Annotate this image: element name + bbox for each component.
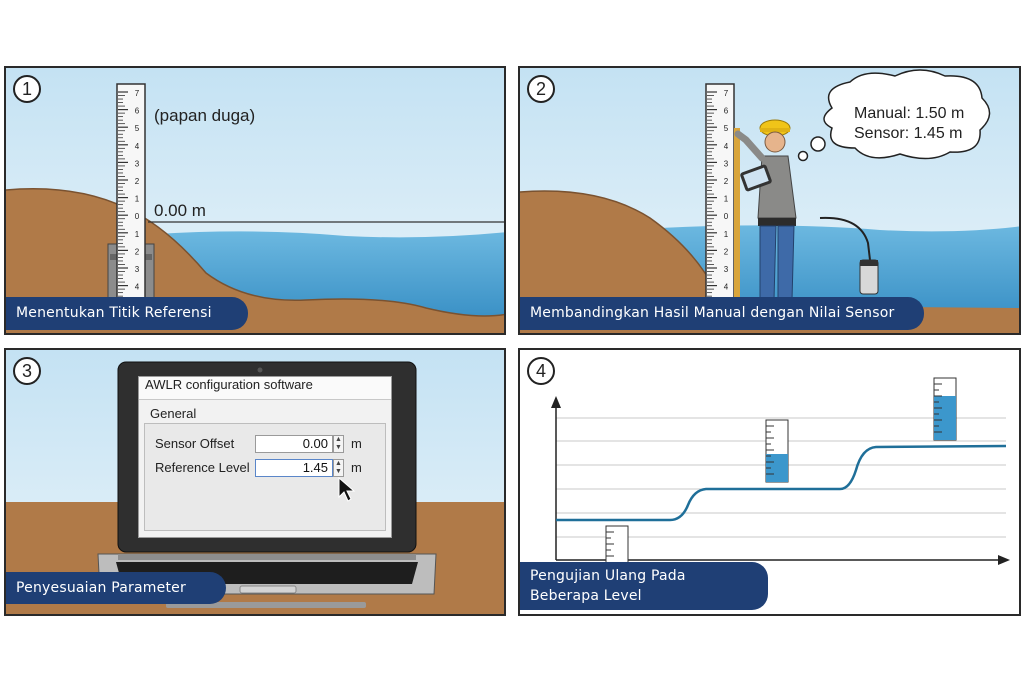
- sensor-offset-unit: m: [351, 436, 362, 451]
- gauge-tick-label: 2: [724, 247, 729, 256]
- thought-manual-value: Manual: 1.50 m: [854, 105, 965, 122]
- panel-number: 3: [13, 357, 41, 385]
- thought-bubble: [797, 69, 991, 162]
- gauge-tick-label: 3: [135, 265, 140, 274]
- gauge-tick-label: 0: [724, 212, 729, 221]
- worker-figure: [734, 119, 797, 301]
- zero-label: 0.00 m: [154, 201, 206, 220]
- sensor-cable: [819, 216, 871, 261]
- gauge-tick-label: 7: [135, 89, 140, 98]
- gauge-tick-label: 2: [724, 177, 729, 186]
- panel-1-illustration: 7654321012345: [6, 68, 504, 333]
- water-level-line: [556, 444, 1007, 522]
- gauge-tick-label: 4: [724, 283, 729, 292]
- gauge-tick-label: 3: [724, 265, 729, 274]
- gauge-tick-label: 3: [135, 159, 140, 168]
- panel-4: 4 Pengujian Ulang Pada Beberapa Level: [518, 348, 1021, 616]
- sensor-offset-label: Sensor Offset: [155, 436, 235, 451]
- gauge-tick-label: 3: [724, 159, 729, 168]
- thought-sensor-value: Sensor: 1.45 m: [854, 125, 963, 142]
- tab-general[interactable]: General: [150, 406, 197, 421]
- panel-2-illustration: 7654321012345: [520, 68, 1019, 333]
- caption-line-1: Pengujian Ulang Pada: [530, 568, 686, 584]
- reference-level-input[interactable]: 1.45: [255, 459, 333, 477]
- gauge-tick-label: 1: [135, 195, 140, 204]
- gauge-tick-label: 0: [135, 212, 140, 221]
- panel-1: 7654321012345 1 (papan duga) 0.00 m Mene…: [4, 66, 506, 335]
- gauge-tick-label: 2: [135, 177, 140, 186]
- panel-2: 7654321012345 2 Manual: 1.50 m Sensor:: [518, 66, 1021, 335]
- gauge-label: (papan duga): [154, 106, 256, 125]
- window-title: AWLR configuration software: [139, 377, 391, 400]
- sensor-offset-spinner[interactable]: ▲▼: [333, 435, 344, 453]
- panel-caption: Membandingkan Hasil Manual dengan Nilai …: [520, 297, 924, 330]
- mouse-cursor-icon: [338, 477, 356, 502]
- caption-line-2: Beberapa Level: [530, 588, 642, 604]
- panel-number: 1: [13, 75, 41, 103]
- gauge-tick-label: 4: [135, 283, 140, 292]
- gauge-tick-label: 2: [135, 247, 140, 256]
- gauge-tick-label: 5: [724, 124, 729, 133]
- reference-level-label: Reference Level: [155, 460, 250, 475]
- mini-gauge-high: [933, 377, 957, 441]
- reference-level-unit: m: [351, 460, 362, 475]
- mini-gauge-mid: [765, 419, 789, 483]
- mini-gauge-low: [605, 525, 629, 565]
- panel-caption: Menentukan Titik Referensi: [6, 297, 248, 330]
- settings-group: Sensor Offset 0.00 ▲▼ m Reference Level …: [144, 423, 386, 531]
- gauge-tick-label: 6: [724, 107, 729, 116]
- gauge-tick-label: 6: [135, 107, 140, 116]
- gauge-tick-label: 4: [724, 142, 729, 151]
- panel-number: 2: [527, 75, 555, 103]
- gauge-tick-label: 4: [135, 142, 140, 151]
- gauge-tick-label: 1: [724, 195, 729, 204]
- reference-level-spinner[interactable]: ▲▼: [333, 459, 344, 477]
- panel-caption: Penyesuaian Parameter: [6, 572, 226, 604]
- panel-number: 4: [527, 357, 555, 385]
- panel-3: AWLR configuration software General Sens…: [4, 348, 506, 616]
- gauge-tick-label: 5: [135, 124, 140, 133]
- sensor-offset-input[interactable]: 0.00: [255, 435, 333, 453]
- panel-caption: Pengujian Ulang Pada Beberapa Level: [520, 562, 768, 610]
- gauge-tick-label: 1: [135, 230, 140, 239]
- gauge-tick-label: 1: [724, 230, 729, 239]
- software-window: AWLR configuration software General Sens…: [138, 376, 392, 538]
- gauge-tick-label: 7: [724, 89, 729, 98]
